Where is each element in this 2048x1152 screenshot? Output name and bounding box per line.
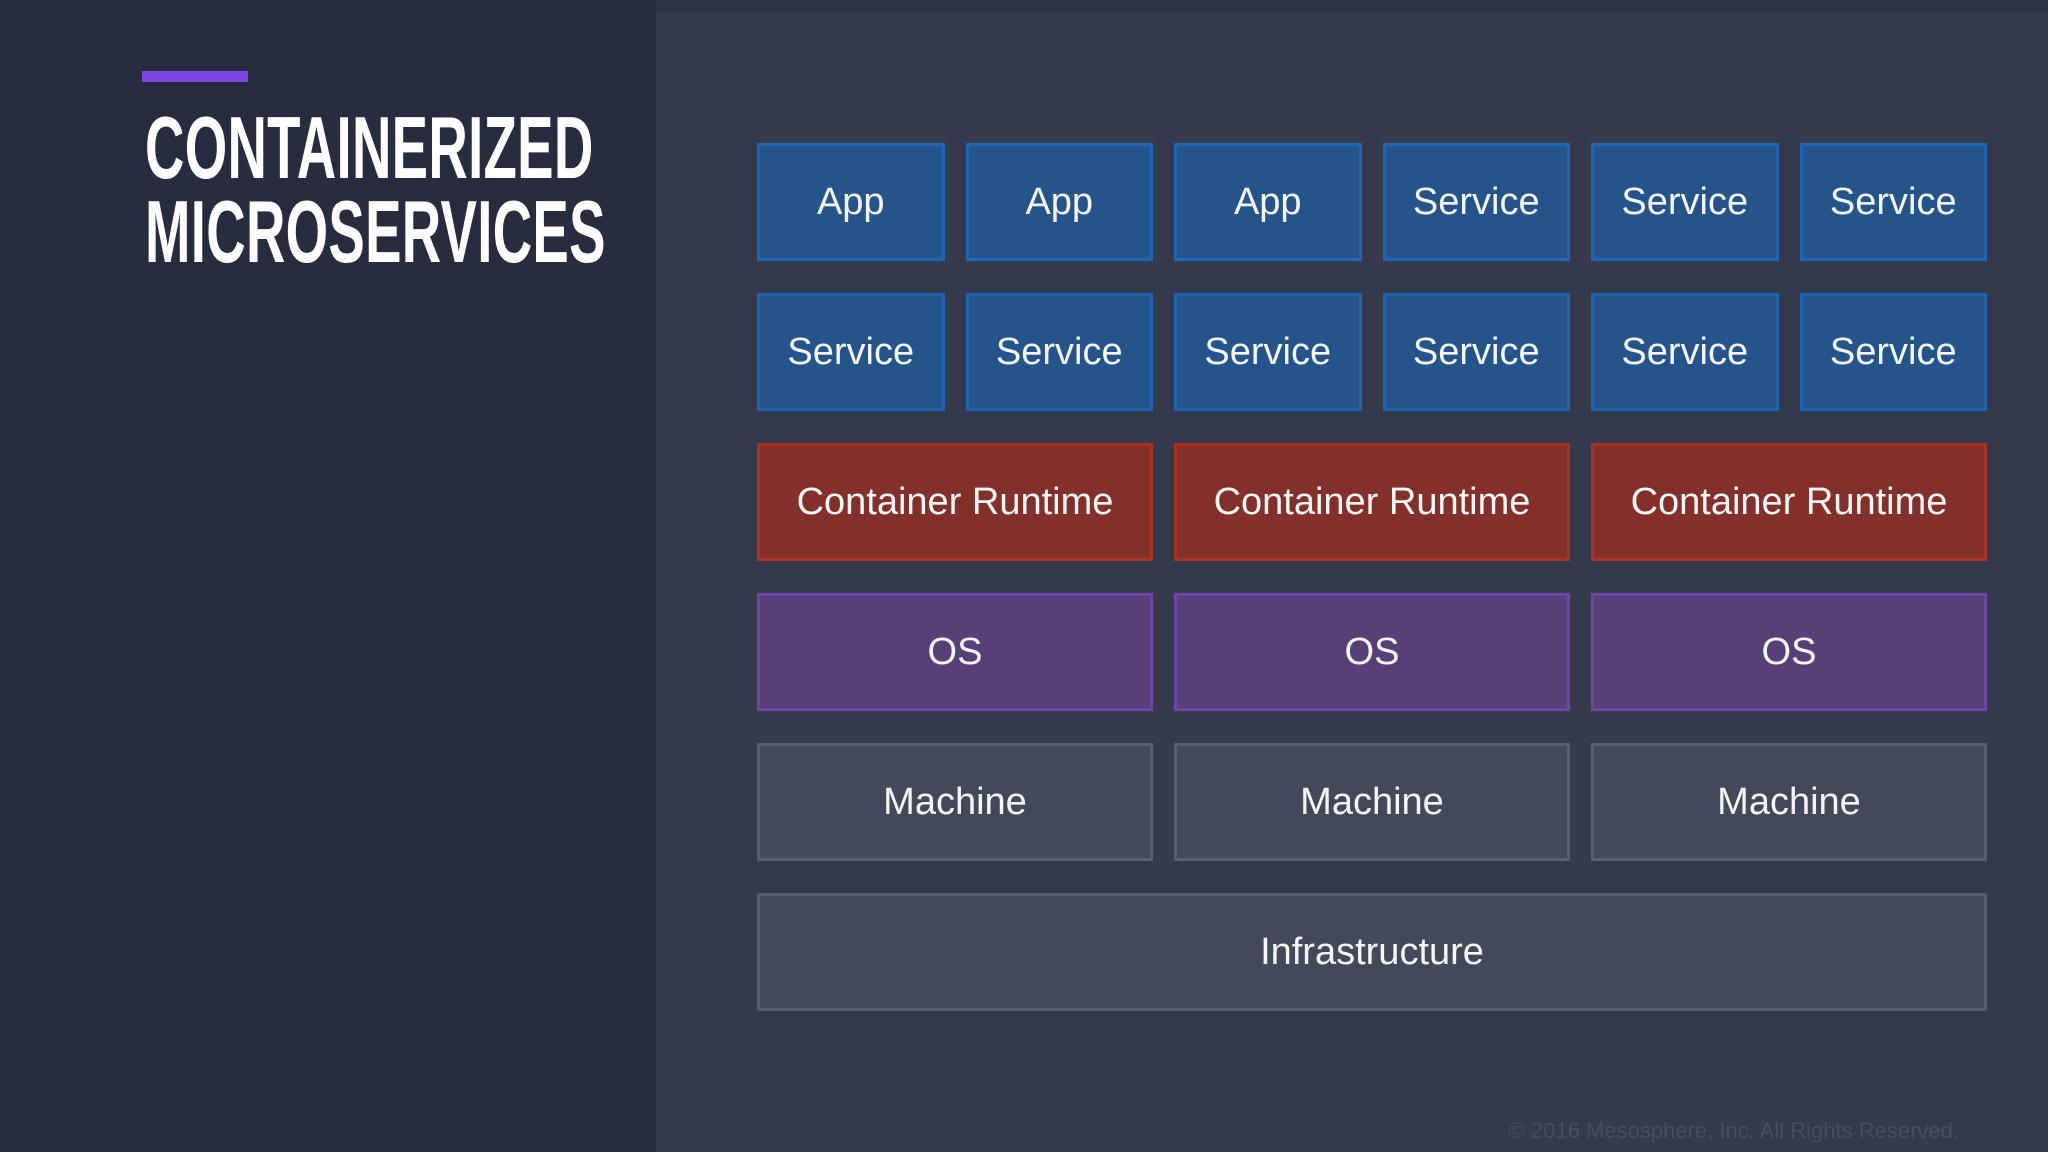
slide-title: CONTAINERIZED MICROSERVICES bbox=[145, 98, 606, 281]
box-service: Service bbox=[1591, 143, 1779, 261]
slide-title-line1: CONTAINERIZED bbox=[145, 98, 594, 197]
accent-bar bbox=[142, 71, 248, 82]
box-machine: Machine bbox=[1591, 743, 1987, 861]
box-service: Service bbox=[1382, 293, 1570, 411]
box-service: Service bbox=[1382, 143, 1570, 261]
box-service: Service bbox=[965, 293, 1153, 411]
box-os: OS bbox=[757, 593, 1153, 711]
box-service: Service bbox=[757, 293, 945, 411]
box-app: App bbox=[757, 143, 945, 261]
box-os: OS bbox=[1591, 593, 1987, 711]
box-service: Service bbox=[1799, 143, 1987, 261]
box-service: Service bbox=[1799, 293, 1987, 411]
diagram-row: Infrastructure bbox=[757, 893, 1987, 1011]
box-machine: Machine bbox=[757, 743, 1153, 861]
slide-title-line2: MICROSERVICES bbox=[145, 182, 606, 281]
box-app: App bbox=[1174, 143, 1362, 261]
copyright-text: © 2016 Mesosphere, Inc. All Rights Reser… bbox=[1508, 1118, 1959, 1143]
sidebar: CONTAINERIZED MICROSERVICES bbox=[0, 0, 656, 1152]
box-service: Service bbox=[1174, 293, 1362, 411]
box-infrastructure: Infrastructure bbox=[757, 893, 1987, 1011]
box-service: Service bbox=[1591, 293, 1779, 411]
box-machine: Machine bbox=[1174, 743, 1570, 861]
box-container-runtime: Container Runtime bbox=[757, 443, 1153, 561]
box-app: App bbox=[965, 143, 1153, 261]
box-container-runtime: Container Runtime bbox=[1591, 443, 1987, 561]
box-container-runtime: Container Runtime bbox=[1174, 443, 1570, 561]
box-os: OS bbox=[1174, 593, 1570, 711]
